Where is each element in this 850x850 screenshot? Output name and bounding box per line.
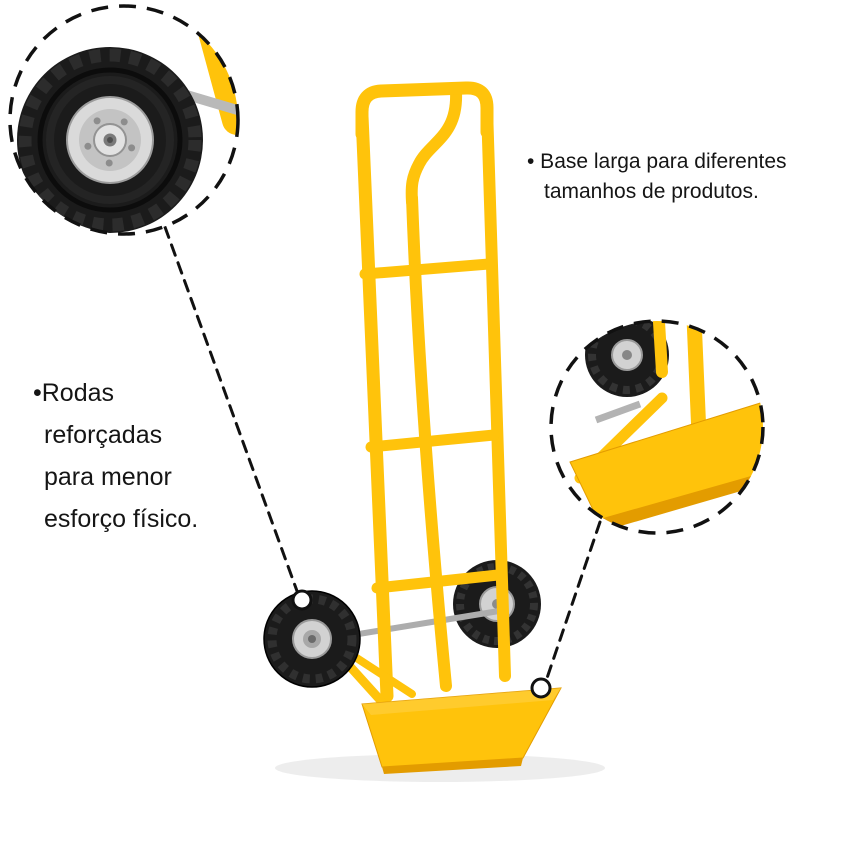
closeup-rail-2 [653,321,668,378]
feature-note-base: • Base larga para diferentes tamanhos de… [527,147,787,207]
closeup-axle [594,400,642,424]
feature-note-wheels-line1: •Rodas [33,379,115,407]
feature-note-base-line2: tamanhos de produtos. [544,180,759,203]
feature-note-wheels: •Rodas reforçadas para menor esforço fís… [33,372,198,540]
callout-connectors [163,225,602,699]
feature-note-wheels-line3: para menor [44,463,172,491]
feature-note-base-line1: • Base larga para diferentes [527,150,787,173]
connector-marker-base [530,677,552,699]
wheel-closeup-ring [8,4,240,236]
right-rail [481,102,511,682]
frame [340,81,511,707]
closeup-plate [569,399,763,521]
connector-line-wheel [163,225,299,593]
crossbar-middle [365,429,500,453]
feature-note-wheels-line2: reforçadas [44,421,163,449]
center-rail [406,192,452,692]
p-handle-curve [405,86,463,208]
closeup-rail [686,321,707,443]
crossbar-top [359,258,495,280]
front-wheel [263,590,361,688]
feature-note-wheels-line4: esforço físico. [44,505,199,533]
base-closeup [549,319,765,535]
base-plate [361,687,562,774]
base-closeup-ring [549,319,765,535]
handle-loop [355,81,494,141]
wheel-closeup [8,4,240,236]
diagonal-stay [348,651,416,698]
connector-line-base [544,520,602,683]
hand-truck-photo [263,81,605,782]
left-rail [355,109,394,703]
connector-marker-wheel [291,589,313,611]
